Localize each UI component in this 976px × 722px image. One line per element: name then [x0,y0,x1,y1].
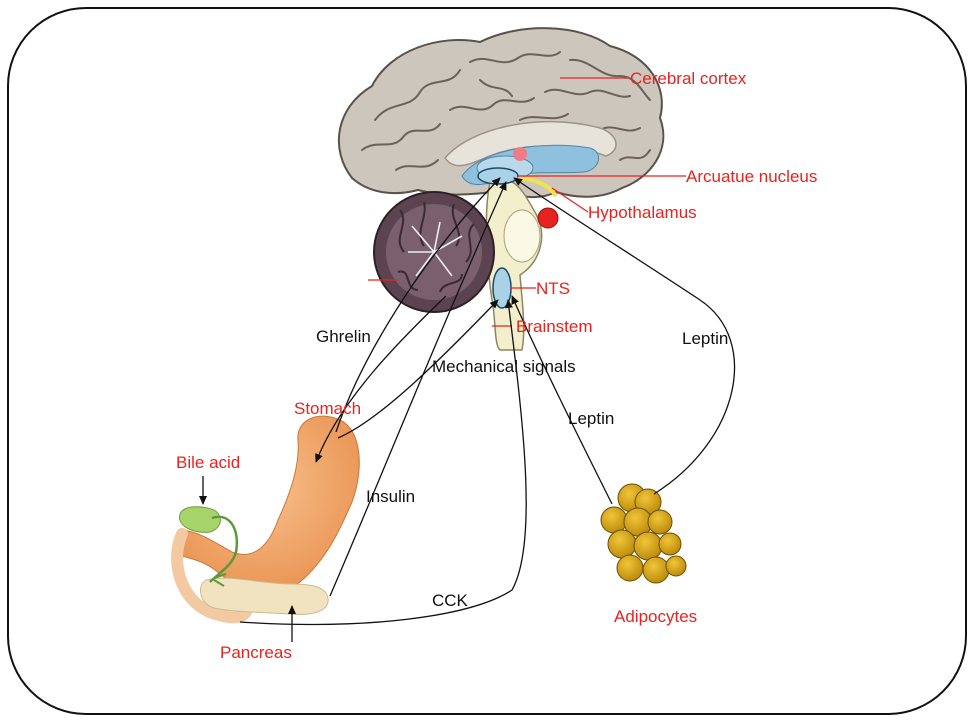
label-leptin-lower: Leptin [568,409,614,428]
label-leptin-upper: Leptin [682,329,728,348]
label-ghrelin: Ghrelin [316,327,371,346]
label-stomach: Stomach [294,399,361,418]
label-pancreas: Pancreas [220,643,292,662]
label-brainstem: Brainstem [516,317,593,336]
label-cerebral-cortex: Cerebral cortex [630,69,747,88]
pons [504,210,540,262]
label-insulin: Insulin [366,487,415,506]
pink-nucleus [513,147,527,161]
arcuate-nucleus-shape [478,168,518,184]
label-adipocytes: Adipocytes [614,607,697,626]
label-bile-acid: Bile acid [176,453,240,472]
hypothalamus-shape [538,208,558,228]
label-hypothalamus: Hypothalamus [588,203,697,222]
label-mechanical-signals: Mechanical signals [432,357,576,376]
label-nts: NTS [536,279,570,298]
label-cck: CCK [432,591,469,610]
label-arcuate-nucleus: Arcuatue nucleus [686,167,817,186]
